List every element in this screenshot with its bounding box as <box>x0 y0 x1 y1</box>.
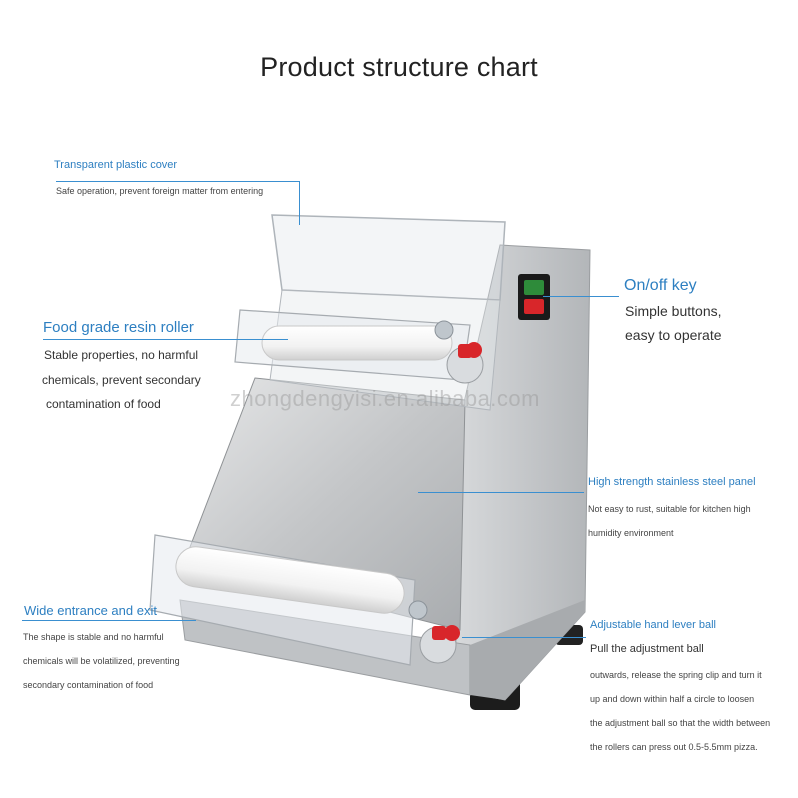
lever-callout-desc-4: the adjustment ball so that the width be… <box>590 718 771 728</box>
onoff-callout-title: On/off key <box>624 277 697 294</box>
onoff-leader-line <box>543 296 619 297</box>
transparent-cover <box>271 214 506 301</box>
lever-callout-title: Adjustable hand lever ball <box>590 619 716 631</box>
entrance-callout-desc-3: secondary contamination of food <box>23 680 154 690</box>
entrance-callout-title: Wide entrance and exit <box>24 603 157 618</box>
cover-callout-title: Transparent plastic cover <box>54 159 178 171</box>
roller-callout-desc-2: chemicals, prevent secondary <box>42 373 201 387</box>
entrance-callout-desc-1: The shape is stable and no harmful <box>23 632 164 642</box>
onoff-callout-desc-2: easy to operate <box>625 327 722 343</box>
cover-callout-desc: Safe operation, prevent foreign matter f… <box>56 186 264 196</box>
base-right <box>470 600 585 700</box>
on-button <box>524 280 544 295</box>
upper-roller <box>261 325 453 361</box>
lever-callout-desc-3: up and down within half a circle to loos… <box>590 694 755 704</box>
roller-leader-line <box>43 339 288 340</box>
lever-leader-line <box>462 637 586 638</box>
roller-callout-desc-1: Stable properties, no harmful <box>44 348 199 362</box>
lever-callout-desc-1: Pull the adjustment ball <box>590 643 704 655</box>
lower-roller <box>175 546 405 614</box>
panel-callout-desc-1: Not easy to rust, suitable for kitchen h… <box>588 504 751 514</box>
roller-callout-desc-3: contamination of food <box>46 397 161 411</box>
roller-callout-title: Food grade resin roller <box>43 319 194 336</box>
entrance-callout-desc-2: chemicals will be volatilized, preventin… <box>23 656 180 666</box>
panel-leader-line <box>418 492 584 493</box>
cover-leader-line <box>56 181 300 182</box>
panel-callout-title: High strength stainless steel panel <box>588 476 756 488</box>
panel-callout-desc-2: humidity environment <box>588 528 674 538</box>
lower-lever-ball <box>444 625 460 641</box>
off-button <box>524 299 544 314</box>
watermark: zhongdengyisi.en.alibaba.com <box>230 386 540 411</box>
onoff-callout-desc-1: Simple buttons, <box>625 303 722 319</box>
entrance-leader-line <box>22 620 196 621</box>
cover-leader-line-vertical <box>299 181 300 225</box>
lever-callout-desc-5: the rollers can press out 0.5-5.5mm pizz… <box>590 742 758 752</box>
lever-callout-desc-2: outwards, release the spring clip and tu… <box>590 670 762 680</box>
page-title: Product structure chart <box>260 52 538 82</box>
